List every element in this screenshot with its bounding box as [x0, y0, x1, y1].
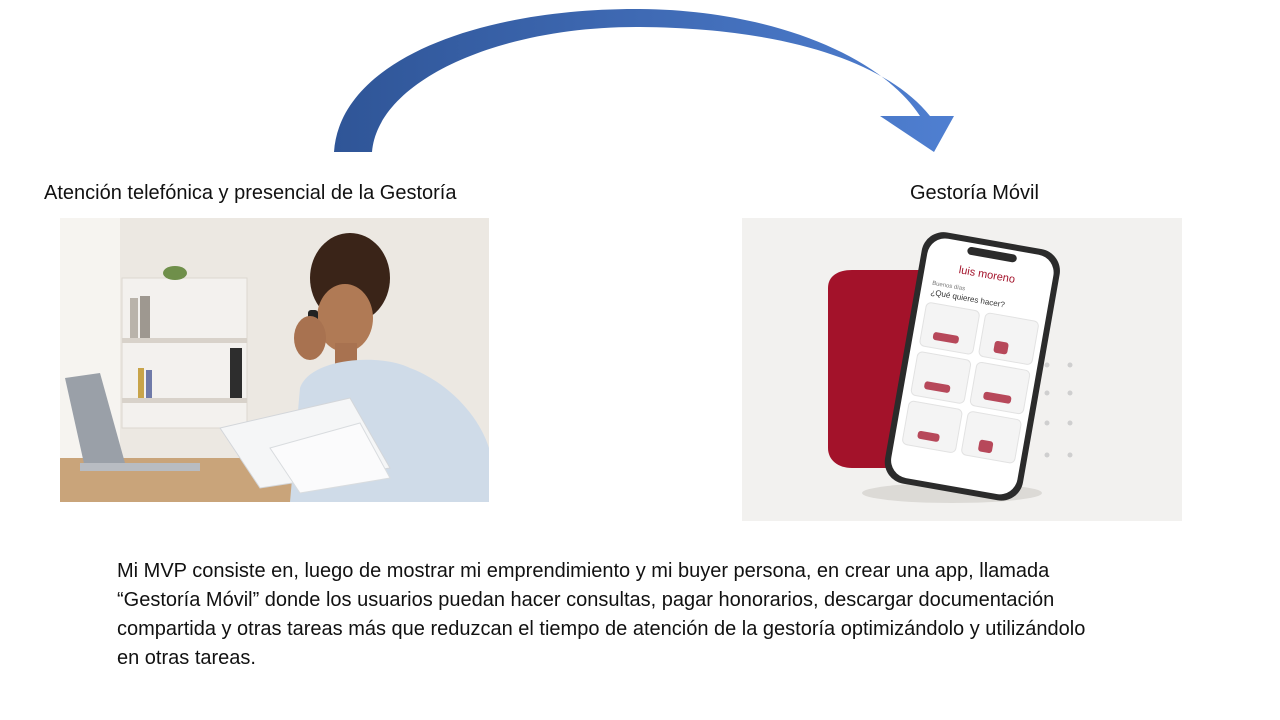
caption-mobile-app: Gestoría Móvil [910, 182, 1039, 204]
mvp-line-4: en otras tareas. [117, 647, 256, 669]
mobile-app-photo: luis moreno Buenos días ¿Qué quieres hac… [742, 218, 1182, 521]
mvp-line-1: Mi MVP consiste en, luego de mostrar mi … [117, 560, 1050, 582]
mvp-line-3: compartida y otras tareas más que reduzc… [117, 618, 1086, 640]
office-photo [60, 218, 489, 502]
caption-phone-attention: Atención telefónica y presencial de la G… [44, 182, 457, 204]
curved-arrow-icon [334, 8, 954, 152]
mvp-line-2: “Gestoría Móvil” donde los usuarios pued… [117, 589, 1055, 611]
mvp-description: Mi MVP consiste en, luego de mostrar mi … [117, 557, 1207, 673]
app-greeting: Buenos días [932, 281, 966, 293]
